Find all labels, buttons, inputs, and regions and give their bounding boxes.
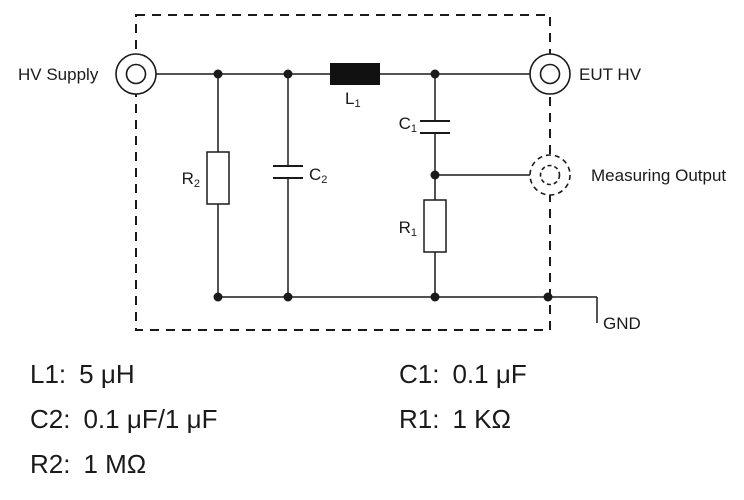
component-values-right-column: C1: 0.1 μF R1: 1 KΩ xyxy=(399,352,527,442)
component-value: 0.1 μF/1 μF xyxy=(83,404,218,434)
l1-ref-label: L1 xyxy=(345,89,361,110)
junction-dot xyxy=(430,170,440,180)
component-ref: R1: xyxy=(399,404,440,434)
c2-ref-label: C2 xyxy=(309,165,327,186)
value-row-c1: C1: 0.1 μF xyxy=(399,352,527,397)
r2-ref-label: R2 xyxy=(182,169,200,190)
wires xyxy=(136,73,598,323)
value-row-c2: C2: 0.1 μF/1 μF xyxy=(30,397,217,442)
junction-dot xyxy=(283,69,293,79)
r1-subscript: 1 xyxy=(411,227,417,239)
junction-dots xyxy=(213,69,553,302)
component-value: 0.1 μF xyxy=(452,359,527,389)
connector-eut-hv xyxy=(529,53,571,95)
junction-dot xyxy=(430,69,440,79)
component-values-left-column: L1: 5 μH C2: 0.1 μF/1 μF R2: 1 MΩ xyxy=(30,352,217,487)
component-ref: C1: xyxy=(399,359,440,389)
capacitor-c1 xyxy=(420,120,450,134)
l1-subscript: 1 xyxy=(354,98,360,110)
inductor-l1 xyxy=(330,63,380,85)
hv-supply-label: HV Supply xyxy=(18,65,99,84)
junction-dot xyxy=(543,292,553,302)
junction-dot xyxy=(213,69,223,79)
circuit-diagram: HV Supply EUT HV Measuring Output GND L1… xyxy=(18,14,726,333)
value-row-r2: R2: 1 MΩ xyxy=(30,442,217,487)
r2-subscript: 2 xyxy=(194,178,200,190)
gnd-label: GND xyxy=(603,314,641,333)
value-row-l1: L1: 5 μH xyxy=(30,352,217,397)
connector-measuring-output xyxy=(529,154,571,196)
component-value: 1 KΩ xyxy=(452,404,511,434)
r1-letter: R xyxy=(399,218,411,237)
c1-letter: C xyxy=(399,114,411,133)
resistor-r2 xyxy=(206,151,230,205)
junction-dot xyxy=(213,292,223,302)
c2-letter: C xyxy=(309,165,321,184)
component-ref: L1: xyxy=(30,359,67,389)
capacitor-c2 xyxy=(273,165,303,179)
c1-subscript: 1 xyxy=(411,123,417,135)
r2-letter: R xyxy=(182,169,194,188)
component-ref: C2: xyxy=(30,404,71,434)
component-ref: R2: xyxy=(30,449,71,479)
l1-letter: L xyxy=(345,89,354,108)
resistor-r1 xyxy=(423,199,447,253)
junction-dot xyxy=(430,292,440,302)
enclosure-dashed-box xyxy=(135,14,551,331)
component-value: 5 μH xyxy=(79,359,135,389)
junction-dot xyxy=(283,292,293,302)
connector-hv-supply xyxy=(115,53,157,95)
r1-ref-label: R1 xyxy=(399,218,417,239)
value-row-r1: R1: 1 KΩ xyxy=(399,397,527,442)
c1-ref-label: C1 xyxy=(399,114,417,135)
measuring-output-label: Measuring Output xyxy=(591,166,726,185)
eut-hv-label: EUT HV xyxy=(579,65,642,84)
c2-subscript: 2 xyxy=(321,174,327,186)
component-value: 1 MΩ xyxy=(83,449,147,479)
